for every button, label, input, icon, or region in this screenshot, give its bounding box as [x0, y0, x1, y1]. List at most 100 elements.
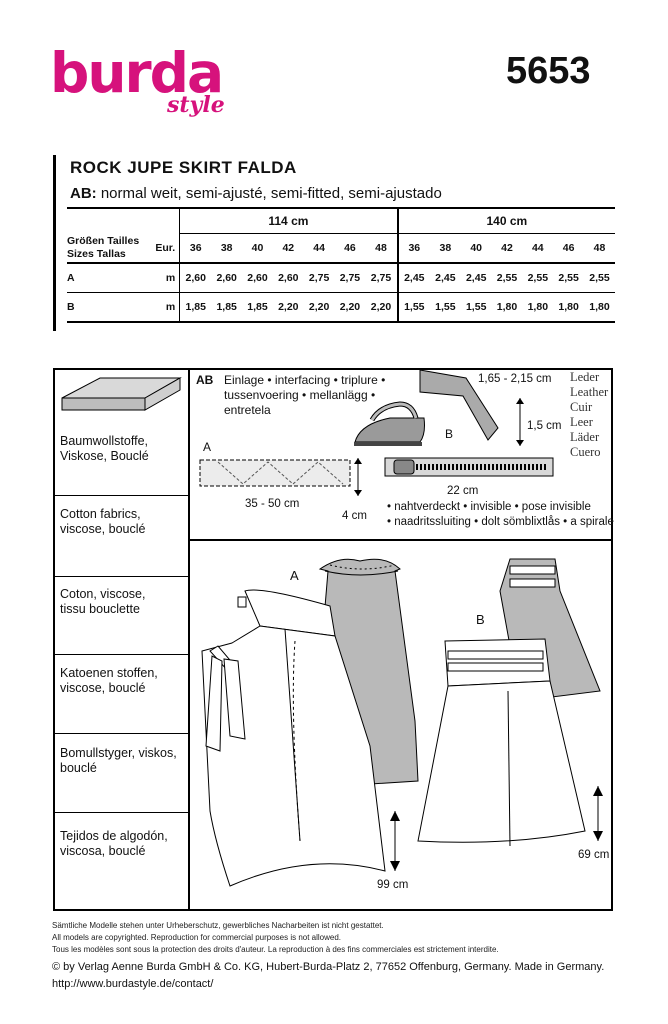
yardage-cell: 2,60 — [179, 263, 212, 293]
unit-cell: m — [139, 292, 180, 323]
notions-view-label: AB — [196, 373, 214, 387]
technical-drawings — [201, 558, 603, 887]
size-cell: 44 — [522, 233, 554, 264]
size-cell: 38 — [211, 233, 243, 264]
yardage-cell: 1,85 — [211, 292, 243, 323]
fabric-fr: Coton, viscose, tissu bouclette — [60, 587, 146, 616]
interfacing-line-3: entretela — [224, 403, 271, 417]
size-cell: 48 — [365, 233, 398, 264]
divider — [53, 733, 190, 734]
leather-strip — [419, 369, 499, 441]
yardage-cell: 2,75 — [334, 263, 366, 293]
yardage-cell: 2,55 — [522, 263, 554, 293]
zip-line-1: • nahtverdeckt • invisible • pose invisi… — [387, 501, 591, 513]
fabric-sv: Bomullstyger, viskos, bouclé — [60, 746, 177, 775]
fabric-bolt-icon — [61, 377, 182, 411]
yardage-cell: 1,85 — [242, 292, 273, 323]
zipper-icon — [384, 457, 554, 477]
fabric-en: Cotton fabrics, viscose, bouclé — [60, 507, 146, 536]
copyright-de: Sämtliche Modelle stehen unter Urhebersc… — [52, 921, 384, 930]
interfacing-line-1: Einlage • interfacing • triplure • — [224, 373, 386, 387]
yardage-cell: 2,55 — [584, 263, 615, 293]
leather-name: Cuero — [570, 445, 601, 459]
publisher-line: © by Verlag Aenne Burda GmbH & Co. KG, H… — [52, 961, 605, 973]
yardage-cell: 2,45 — [429, 263, 461, 293]
size-cell: 46 — [334, 233, 366, 264]
divider — [53, 654, 190, 655]
yardage-cell: 2,55 — [553, 263, 585, 293]
yardage-cell: 2,20 — [272, 292, 304, 323]
fabric-width-114: 114 cm — [179, 207, 398, 234]
page-title: ROCK JUPE SKIRT FALDA — [70, 158, 297, 177]
zip-length: 22 cm — [447, 485, 479, 497]
yardage-cell: 2,60 — [242, 263, 273, 293]
interfacing-width: 4 cm — [342, 510, 367, 522]
view-cell: B — [67, 292, 140, 323]
leather-name: Leer — [570, 415, 593, 429]
view-a-label: A — [290, 568, 299, 583]
yardage-cell: 1,55 — [429, 292, 461, 323]
zip-view-label: B — [445, 427, 454, 441]
yardage-cell: 1,55 — [460, 292, 492, 323]
yardage-cell: 2,55 — [491, 263, 523, 293]
divider — [53, 495, 190, 496]
divider — [53, 576, 190, 577]
yardage-cell: 2,20 — [365, 292, 398, 323]
zip-line-2: • naadritssluiting • dolt sömblixtlås • … — [387, 516, 614, 528]
view-a-length-arrow — [390, 811, 400, 871]
size-header-label: Größen Tailles Sizes Tallas — [67, 233, 140, 264]
size-header-label-1: Größen Tailles — [67, 234, 140, 247]
leather-name: Cuir — [570, 400, 593, 414]
view-b-length-arrow — [593, 786, 603, 841]
yardage-table: 114 cm 140 cm Größen Tailles Sizes Talla… — [67, 207, 615, 323]
brand-logo: burda — [50, 41, 224, 105]
size-cell: 46 — [553, 233, 585, 264]
interfacing-strip — [199, 458, 362, 496]
view-b-label: B — [476, 612, 485, 627]
zip-description: • nahtverdeckt • invisible • pose invisi… — [387, 500, 614, 530]
yardage-cell: 2,75 — [303, 263, 335, 293]
interfacing-line-2: tussenvoering • mellanlägg • — [224, 388, 376, 402]
fabric-es: Tejidos de algodón, viscosa, bouclé — [60, 829, 168, 858]
eur-label: Eur. — [139, 233, 180, 264]
fabric-nl: Katoenen stoffen, viscose, bouclé — [60, 666, 158, 695]
leather-names: Leder Leather Cuir Leer Läder Cuero — [570, 370, 608, 460]
interfacing-length: 35 - 50 cm — [245, 498, 300, 510]
divider — [53, 812, 190, 813]
unit-cell: m — [139, 263, 180, 293]
pattern-number: 5653 — [506, 50, 591, 92]
leather-width: 1,5 cm — [527, 420, 562, 432]
copyright-fr: Tous les modèles sont sous la protection… — [52, 945, 499, 954]
yardage-cell: 2,45 — [460, 263, 492, 293]
view-a-length: 99 cm — [377, 879, 409, 891]
leather-name: Leder — [570, 370, 600, 384]
yardage-cell: 1,80 — [553, 292, 585, 323]
yardage-cell: 1,85 — [179, 292, 212, 323]
brand-tagline: style — [167, 92, 225, 118]
fabric-de: Baumwollstoffe, Viskose, Bouclé — [60, 434, 149, 463]
yardage-cell: 2,75 — [365, 263, 398, 293]
size-cell: 40 — [460, 233, 492, 264]
yardage-cell: 2,45 — [396, 263, 430, 293]
size-cell: 42 — [491, 233, 523, 264]
size-header-label-2: Sizes Tallas — [67, 247, 126, 260]
yardage-cell: 2,20 — [303, 292, 335, 323]
contact-link[interactable]: http://www.burdastyle.de/contact/ — [52, 978, 214, 990]
size-cell: 42 — [272, 233, 304, 264]
fabric-width-140: 140 cm — [396, 207, 615, 234]
leather-width-arrow — [516, 398, 524, 446]
leather-length: 1,65 - 2,15 cm — [478, 373, 552, 385]
yardage-cell: 2,60 — [211, 263, 243, 293]
yardage-cell: 1,80 — [491, 292, 523, 323]
view-b-length: 69 cm — [578, 849, 610, 861]
fit-label: AB: — [70, 185, 97, 202]
fit-description: AB: normal weit, semi-ajusté, semi-fitte… — [70, 185, 442, 202]
size-cell: 40 — [242, 233, 273, 264]
info-frame — [53, 368, 613, 911]
interfacing-text: Einlage • interfacing • triplure • tusse… — [224, 373, 385, 418]
leather-name: Leather — [570, 385, 609, 399]
yardage-cell: 2,20 — [334, 292, 366, 323]
